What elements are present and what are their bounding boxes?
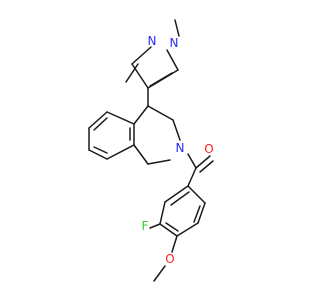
bond bbox=[93, 146, 108, 154]
bond bbox=[106, 144, 135, 160]
molecule-structure: N N N O F O bbox=[88, 19, 214, 282]
atom-n-methyl-pyrazole: N bbox=[170, 36, 179, 50]
bond bbox=[176, 222, 199, 237]
bond bbox=[153, 265, 166, 282]
bond bbox=[88, 149, 108, 160]
pyrazole-ring bbox=[125, 19, 180, 89]
atom-o-methoxy: O bbox=[165, 252, 174, 266]
bond bbox=[149, 223, 161, 229]
bond bbox=[131, 46, 152, 65]
bond bbox=[165, 222, 179, 232]
bond bbox=[131, 63, 149, 89]
bond bbox=[125, 63, 139, 83]
bond bbox=[166, 49, 179, 71]
bond bbox=[197, 202, 206, 224]
bond bbox=[147, 159, 171, 165]
benzoyl-ring bbox=[159, 167, 206, 237]
bond bbox=[174, 19, 180, 37]
atom-o-carbonyl: O bbox=[204, 142, 213, 156]
bond bbox=[187, 167, 197, 187]
bond bbox=[93, 117, 108, 131]
structure-canvas: N N N O F O bbox=[88, 19, 214, 282]
bond bbox=[133, 105, 149, 125]
bond bbox=[170, 191, 190, 206]
bond bbox=[187, 185, 206, 204]
bond bbox=[171, 235, 178, 253]
bond bbox=[187, 153, 197, 169]
bond bbox=[195, 155, 211, 169]
bond bbox=[133, 144, 149, 165]
bond bbox=[147, 105, 174, 121]
bond bbox=[159, 223, 178, 237]
atom-n-ring: N bbox=[176, 141, 185, 155]
bond bbox=[164, 185, 189, 203]
bond bbox=[199, 160, 214, 173]
atom-n-pyrazole: N bbox=[148, 34, 157, 48]
bond bbox=[88, 111, 108, 129]
bond bbox=[172, 119, 181, 141]
bond bbox=[106, 111, 135, 125]
tetrahydroisoquinoline-core bbox=[88, 105, 181, 165]
carbonyl-group bbox=[187, 153, 214, 173]
bond bbox=[159, 201, 166, 225]
bond bbox=[149, 72, 173, 87]
atom-f: F bbox=[142, 219, 149, 233]
bond bbox=[193, 205, 201, 223]
